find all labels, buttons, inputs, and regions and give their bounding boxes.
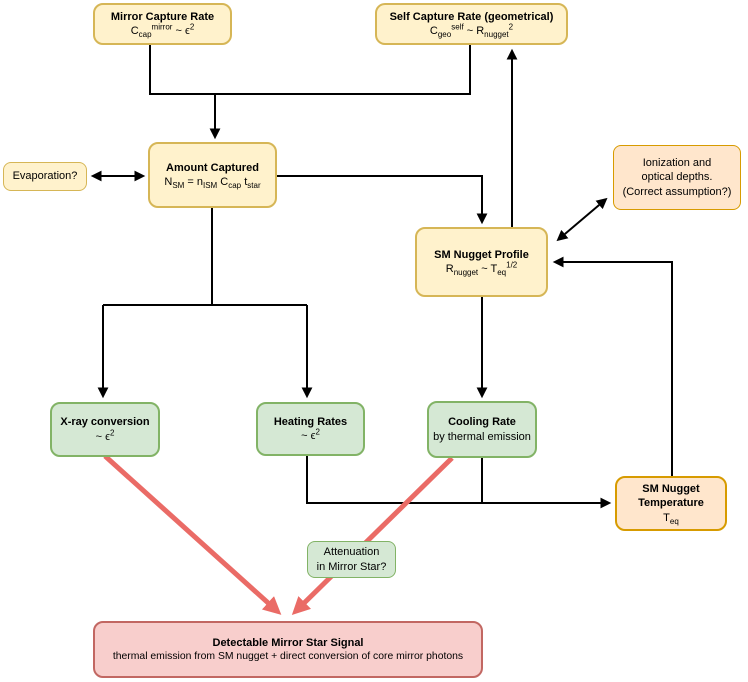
node-formula: ~ ϵ2 [95, 427, 115, 443]
node-formula: Rnugget ~ Teq1/2 [445, 260, 518, 278]
node-label: Ionization and [642, 157, 712, 170]
edge-profile-ionization-bidirectional [556, 197, 608, 242]
node-title: SM Nugget Profile [434, 248, 529, 261]
node-subtitle: thermal emission from SM nugget + direct… [112, 650, 464, 662]
edge-capture-rates-merge [149, 45, 471, 95]
node-sm-nugget-temperature: SM Nugget Temperature Teq [615, 476, 727, 531]
node-formula: Ccapmirror ~ ϵ2 [130, 22, 195, 40]
node-formula: NSM = nISM Ccap tstar [164, 176, 261, 191]
edge-amount-split [103, 208, 307, 306]
node-amount-captured: Amount Captured NSM = nISM Ccap tstar [148, 142, 277, 208]
node-subtitle: by thermal emission [433, 430, 531, 443]
node-attenuation: Attenuation in Mirror Star? [307, 541, 396, 578]
edge-rates-merge [306, 456, 483, 503]
node-title: X-ray conversion [60, 416, 150, 429]
node-label: in Mirror Star? [316, 560, 387, 573]
node-label: (Correct assumption?) [622, 185, 732, 198]
node-evaporation: Evaporation? [3, 162, 87, 191]
node-heating-rates: Heating Rates ~ ϵ2 [256, 402, 365, 456]
node-title: Mirror Capture Rate [110, 10, 215, 23]
node-title: Amount Captured [166, 161, 259, 174]
node-title: Self Capture Rate (geometrical) [389, 10, 554, 23]
node-title: Detectable Mirror Star Signal [212, 636, 364, 649]
node-label: Evaporation? [12, 170, 78, 183]
edge-temperature-to-profile [552, 256, 673, 476]
node-cooling-rate: Cooling Rate by thermal emission [427, 401, 537, 458]
node-title: Heating Rates [273, 415, 348, 428]
node-formula: Cgeoself ~ Rnugget2 [429, 22, 514, 40]
node-ionization-optical-depths: Ionization and optical depths. (Correct … [613, 145, 741, 210]
node-title: SM Nugget [642, 483, 700, 496]
node-mirror-capture-rate: Mirror Capture Rate Ccapmirror ~ ϵ2 [93, 3, 232, 45]
node-formula: Teq [663, 511, 679, 526]
edge-amount-to-profile [277, 175, 488, 225]
edge-xray-to-signal [103, 454, 282, 615]
node-self-capture-rate: Self Capture Rate (geometrical) Cgeoself… [375, 3, 568, 45]
node-label: Attenuation [323, 546, 380, 559]
node-label: optical depths. [641, 171, 713, 184]
node-sm-nugget-profile: SM Nugget Profile Rnugget ~ Teq1/2 [415, 227, 548, 297]
node-xray-conversion: X-ray conversion ~ ϵ2 [50, 402, 160, 457]
node-title: Temperature [638, 497, 704, 510]
node-formula: ~ ϵ2 [301, 427, 320, 442]
node-detectable-signal: Detectable Mirror Star Signal thermal em… [93, 621, 483, 678]
edge-cooling-to-signal [291, 456, 454, 616]
node-title: Cooling Rate [448, 416, 516, 429]
